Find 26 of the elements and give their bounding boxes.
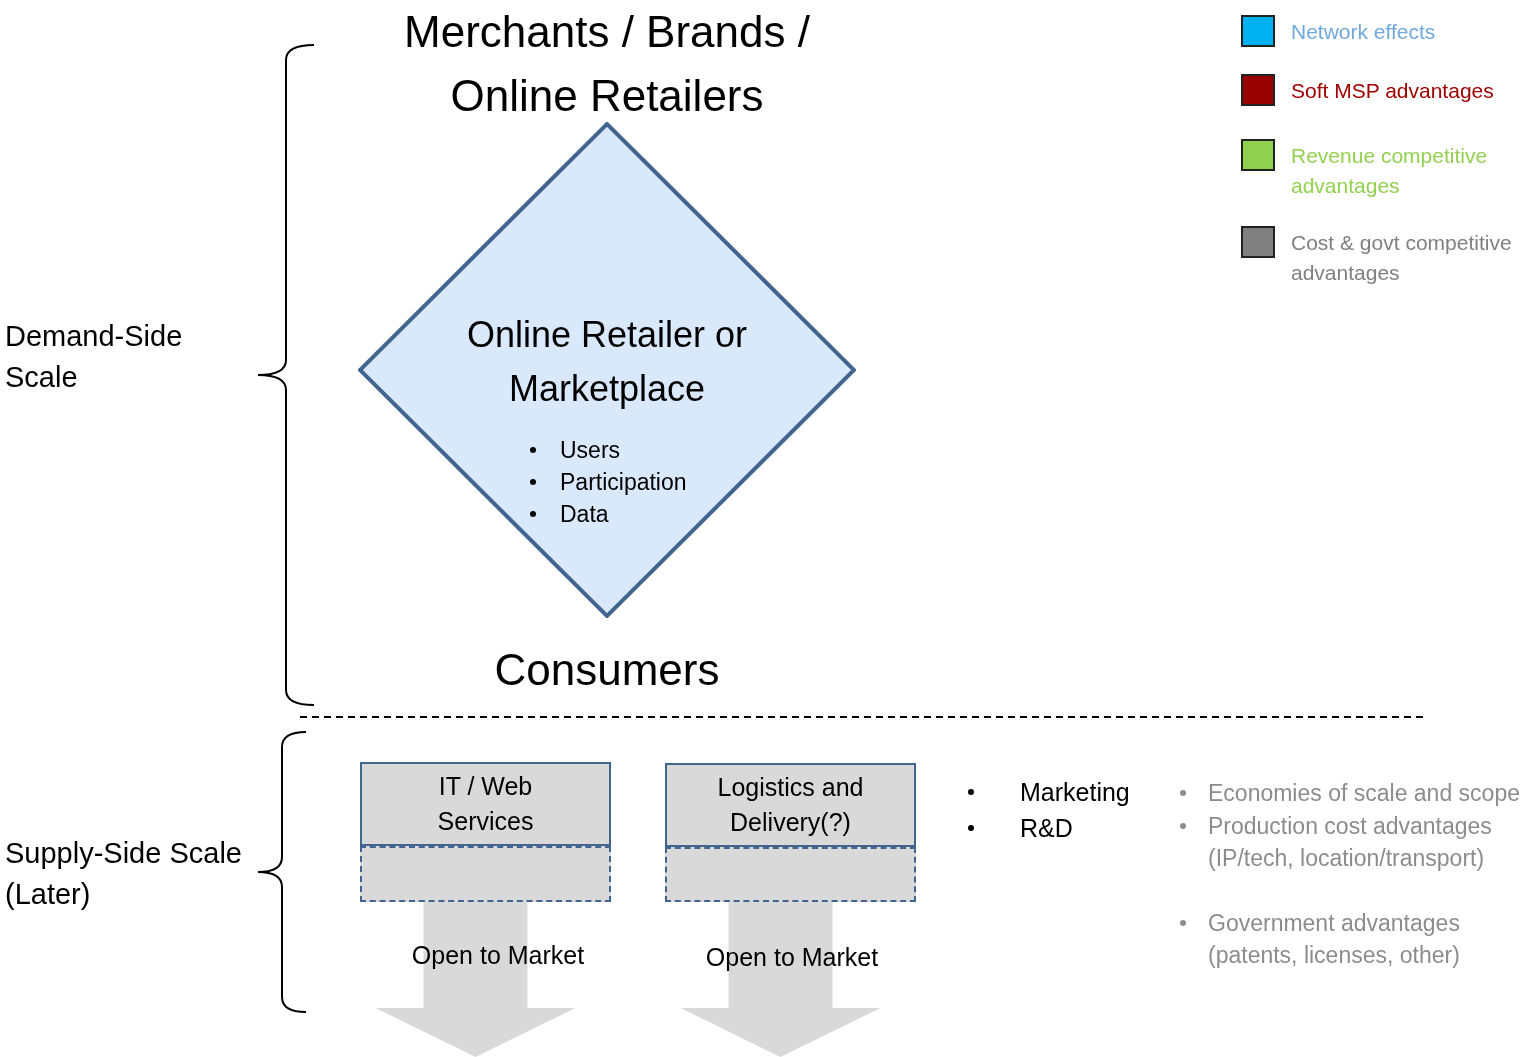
heading: Merchants / Brands / Online Retailers	[403, 6, 811, 122]
legend-label: Cost & govt competitive advantages	[1291, 230, 1513, 286]
bullet-item: Data	[560, 500, 609, 529]
diamond-shape	[358, 122, 856, 618]
side-label: Demand-Side Scale	[5, 319, 184, 395]
service-box: Logistics and Delivery(?)	[665, 763, 916, 847]
bullet-item: Users	[560, 436, 621, 465]
bullet-item: R&D	[1020, 813, 1074, 844]
service-box: IT / Web Services	[360, 762, 611, 846]
edge-label: Open to Market	[410, 940, 586, 971]
block-arrow	[680, 902, 881, 1057]
legend-label: Revenue competitive advantages	[1291, 143, 1489, 199]
diamond-title: Online Retailer or Marketplace	[465, 313, 749, 411]
bullet-item: Economies of scale and scope	[1208, 779, 1521, 808]
bullet-item: Marketing	[1020, 777, 1131, 808]
legend-label: Network effects	[1291, 19, 1437, 45]
block-arrow	[375, 902, 576, 1057]
dashed-box	[360, 846, 611, 902]
bullet-item: Participation	[560, 468, 687, 497]
legend-label: Soft MSP advantages	[1291, 78, 1495, 104]
bullet-item: Government advantages (patents, licenses, other)	[1208, 909, 1461, 970]
heading: Consumers	[493, 644, 721, 696]
side-label: Supply-Side Scale (Later)	[5, 836, 243, 912]
edge-label: Open to Market	[704, 942, 880, 973]
bullet-item: Production cost advantages (IP/tech, location/transport)	[1208, 812, 1493, 873]
dashed-box	[665, 847, 916, 902]
